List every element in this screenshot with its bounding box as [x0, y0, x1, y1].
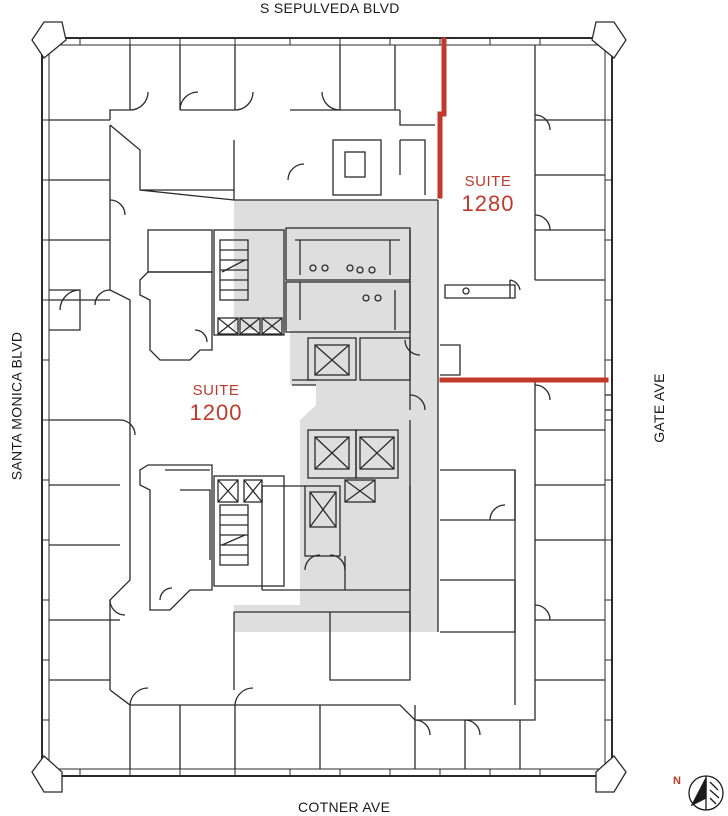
street-west: SANTA MONICA BLVD [8, 331, 25, 481]
north-arrow [688, 775, 724, 811]
suite-1280-boundary-top [437, 37, 447, 199]
street-east: GATE AVE [650, 373, 667, 443]
street-north: S SEPULVEDA BLVD [260, 0, 400, 16]
street-south: COTNER AVE [298, 799, 391, 815]
suite-label-text: SUITE [464, 173, 512, 190]
exterior-wall [41, 37, 613, 777]
building-core [234, 200, 438, 632]
north-letter: N [673, 775, 681, 787]
suite-label-text: SUITE [192, 382, 240, 399]
window-mullions [42, 38, 612, 776]
suite-number: 1280 [461, 191, 515, 216]
suite-1200-label: SUITE 1200 [176, 383, 256, 424]
suite-number: 1200 [189, 400, 243, 425]
corner-columns [31, 21, 627, 793]
suite-1280-label: SUITE 1280 [448, 174, 528, 215]
